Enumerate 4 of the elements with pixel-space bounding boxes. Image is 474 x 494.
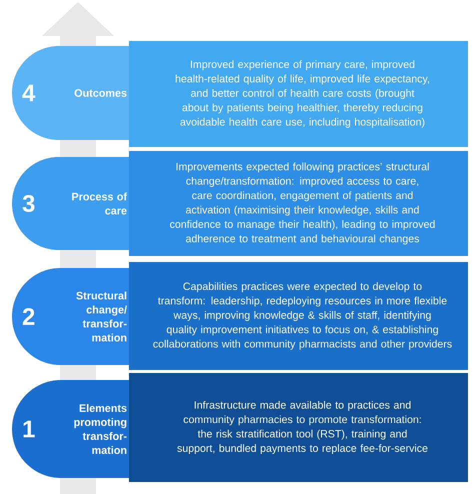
description-box: Improved experience of primary care, improved health-related quality of life, improved life expectancy, and better control of health care costs (brought about by patients being healthier, thereby reducing avoidable health care use, including hospitalisation) <box>129 41 468 147</box>
description-box: Improvements expected following practices’ structural change/transformation: improved access to care, care coordination, engagement of patients and activation (maximising their knowledge, skills and confidence to manage their health), leading to improved adherence to treatment and behavioural changes <box>129 151 468 256</box>
description-box: Capabilities practices were expected to develop to transform: leadership, redeploying resources in more flexible ways, improving knowledge & skills of staff, identifying quality improvement initiatives to focus on, & establishing collaborations with community pharmacists and other providers <box>129 262 468 370</box>
description-box: Infrastructure made available to practices and community pharmacies to promote transformation: the risk stratification tool (RST), training and support, bundled payments to replace fee-for-service <box>129 373 468 482</box>
